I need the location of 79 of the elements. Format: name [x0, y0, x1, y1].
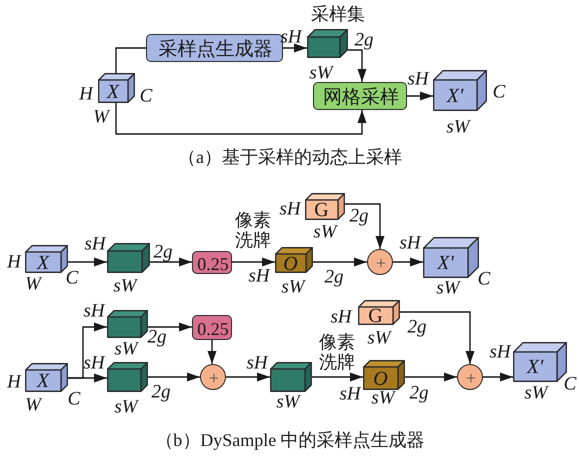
- arrow: [312, 372, 363, 382]
- dimension-label: sW: [313, 222, 337, 242]
- dimension-label: sW: [436, 278, 460, 298]
- arrow: [483, 372, 513, 382]
- arrow: [232, 258, 275, 266]
- subfigure-caption: （a）基于采样的动态上采样: [178, 148, 402, 166]
- dimension-label: sW: [367, 328, 391, 348]
- dimension-label: sH: [330, 308, 352, 326]
- arrow: [393, 258, 423, 266]
- dimension-label: sH: [279, 200, 301, 218]
- dimension-label: H: [7, 252, 21, 272]
- dimension-label: sH: [84, 234, 106, 254]
- dimension-label: 2g: [354, 30, 374, 50]
- arrow: [313, 258, 367, 266]
- feature-cube: [270, 362, 312, 392]
- dimension-label: 2g: [154, 242, 172, 262]
- feature-cube: [107, 310, 148, 338]
- dimension-label: W: [93, 108, 109, 126]
- dimension-label: sW: [114, 398, 138, 416]
- dimension-label: sW: [446, 118, 470, 136]
- dimension-label: C: [140, 86, 152, 106]
- dimension-label: 2g: [410, 384, 428, 402]
- dimension-label: C: [478, 270, 490, 288]
- arrow: [68, 374, 107, 382]
- dimension-label: sW: [309, 64, 333, 82]
- dimension-label: 2g: [408, 318, 426, 336]
- connector-line: [115, 47, 146, 73]
- dimension-label: sW: [113, 276, 137, 296]
- arrow: [115, 103, 366, 135]
- process-box: 0.25: [192, 251, 232, 274]
- dimension-label: C: [66, 268, 78, 288]
- dimension-label: W: [25, 274, 41, 294]
- arrow: [226, 372, 270, 382]
- dimension-label: sW: [114, 340, 138, 358]
- feature-cube: [307, 29, 348, 58]
- arrow: [283, 44, 307, 52]
- sum-circle: +: [200, 364, 226, 390]
- dimension-label: C: [68, 390, 80, 408]
- process-box: 网格采样: [313, 82, 407, 110]
- process-box: 0.25: [192, 315, 232, 340]
- arrow: [150, 258, 192, 266]
- dimension-label: sW: [281, 278, 305, 296]
- dimension-label: sH: [339, 384, 361, 404]
- dimension-label: sH: [489, 342, 511, 362]
- dimension-label: 2g: [152, 382, 170, 402]
- dimension-label: C: [492, 82, 506, 102]
- arrow: [208, 340, 216, 364]
- arrow: [407, 92, 433, 100]
- annotation: 采样集: [311, 5, 365, 23]
- dimension-label: 2g: [148, 328, 166, 346]
- arrow: [345, 203, 384, 249]
- dimension-label: sW: [276, 392, 300, 412]
- edge-label: 像素洗牌: [318, 332, 356, 372]
- arrow: [400, 311, 474, 364]
- arrow: [68, 258, 107, 266]
- feature-cube: [107, 243, 150, 273]
- arrow: [348, 49, 366, 82]
- dimension-label: sH: [280, 28, 302, 46]
- dimension-label: sW: [524, 384, 548, 402]
- edge-label: 像素洗牌: [234, 210, 272, 250]
- dimension-label: 2g: [324, 268, 344, 286]
- arrow: [148, 322, 192, 332]
- arrow: [405, 372, 457, 382]
- dimension-label: H: [79, 84, 93, 104]
- feature-cube: [107, 362, 148, 392]
- dimension-label: sH: [407, 70, 429, 88]
- dimension-label: sH: [399, 234, 421, 252]
- dimension-label: W: [25, 396, 41, 414]
- dimension-label: 2g: [350, 206, 368, 226]
- dimension-label: sH: [83, 354, 105, 372]
- dimension-label: sH: [248, 266, 270, 286]
- dimension-label: sH: [246, 354, 268, 372]
- dimension-label: sW: [371, 388, 395, 408]
- sum-circle: +: [367, 249, 393, 275]
- dimension-label: sH: [83, 302, 105, 320]
- sum-circle: +: [457, 364, 483, 390]
- arrow: [148, 372, 200, 382]
- dimension-label: H: [7, 372, 21, 392]
- subfigure-caption: （b）DySample 中的采样点生成器: [155, 431, 425, 449]
